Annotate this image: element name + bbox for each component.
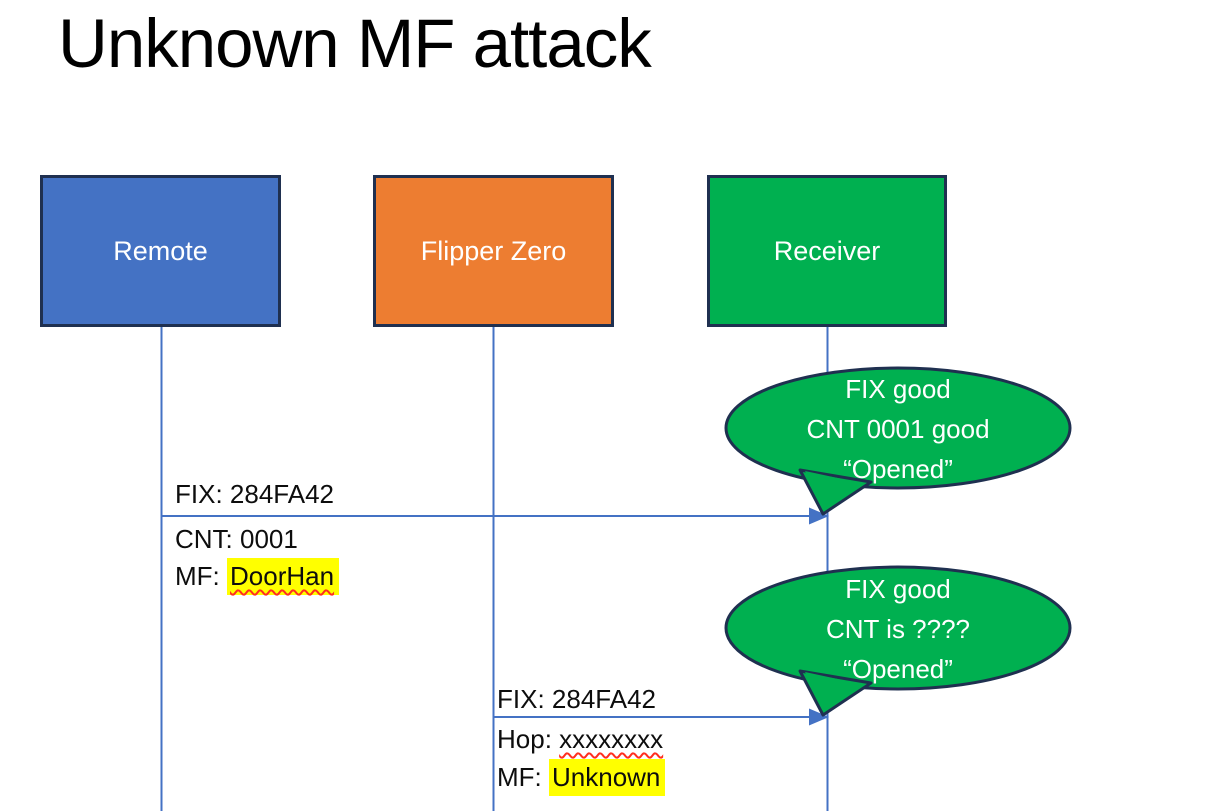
message-1-label-fix: FIX: 284FA42 [175,478,334,510]
actor-label-remote: Remote [113,235,208,266]
message-2-label-fix: FIX: 284FA42 [497,683,656,715]
callout-2-text: FIX good CNT is ???? “Opened” [726,569,1070,689]
message-2-label-mf: MF: Unknown [497,759,666,796]
callout-line: FIX good [845,574,951,604]
callout-line: CNT is ???? [825,614,971,644]
actor-label-flipper-zero: Flipper Zero [420,235,567,266]
arrowhead-icon [809,507,829,525]
message-2-hop-prefix: Hop: [497,724,560,754]
page-title: Unknown MF attack [58,5,652,82]
callout-line: CNT 0001 good [806,414,990,444]
arrowhead-icon [809,708,829,726]
callout-line: “Opened” [843,654,953,684]
callout-ellipse-2 [724,565,1072,691]
actor-box-flipper-zero: Flipper Zero [373,175,614,327]
callout-line: “Opened” [843,454,953,484]
callout-1-text: FIX good CNT 0001 good “Opened” [726,369,1070,489]
message-2-fix-text: FIX: 284FA42 [497,684,656,714]
callout-tail-patch-2 [805,672,861,707]
actor-label-receiver: Receiver [773,235,881,266]
message-2-mf-value-highlighted: Unknown [549,759,666,796]
message-arrow-1 [162,507,829,525]
message-1-mf-prefix: MF: [175,561,227,591]
actor-box-remote: Remote [40,175,281,327]
message-1-label-cnt: CNT: 0001 [175,523,298,555]
message-1-label-mf: MF: DoorHan [175,558,340,595]
callout-tail-patch-1 [805,471,861,506]
callout-bubble-1 [724,366,1072,516]
message-arrow-2 [494,708,829,726]
callout-bubble-2 [724,565,1072,717]
callout-ellipse-1 [724,366,1072,490]
message-1-mf-value-highlighted: DoorHan [227,558,340,595]
message-1-cnt-text: CNT: 0001 [175,524,298,554]
message-1-fix-text: FIX: 284FA42 [175,479,334,509]
message-2-hop-value-squiggle: xxxxxxxx [559,724,664,754]
callout-line: FIX good [845,374,951,404]
message-2-label-hop: Hop: xxxxxxxx [497,723,663,755]
actor-box-receiver: Receiver [707,175,947,327]
message-2-mf-prefix: MF: [497,762,549,792]
